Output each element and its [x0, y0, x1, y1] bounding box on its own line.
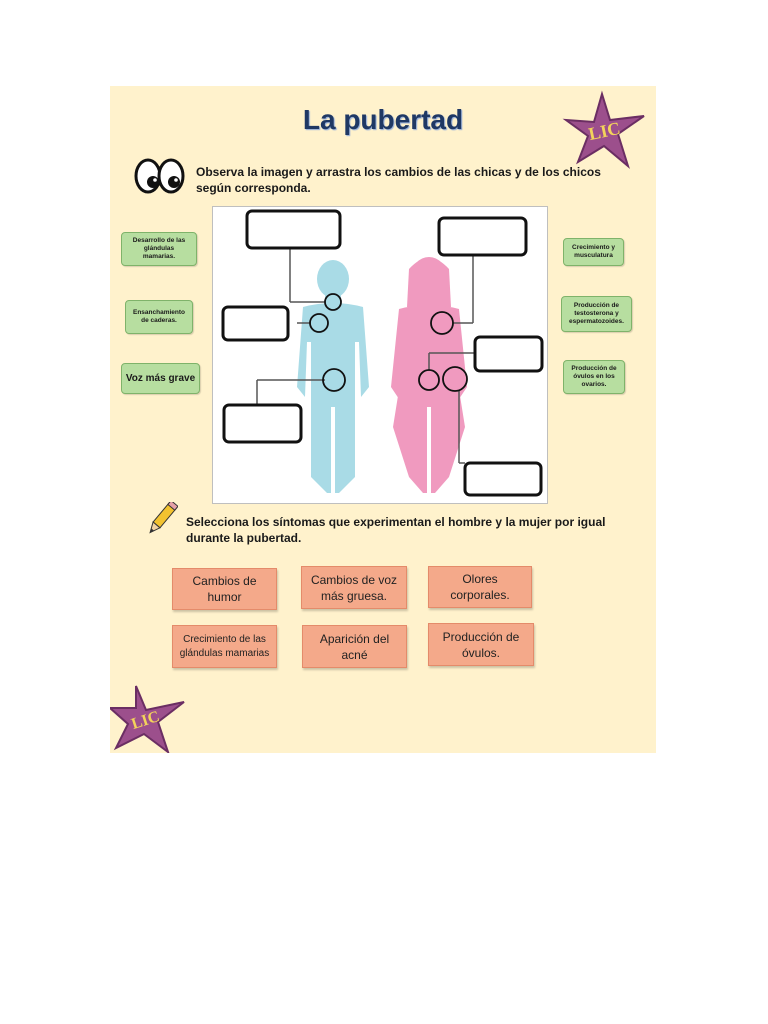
male-body-silhouette: [297, 260, 369, 493]
symptom-label: Aparición del acné: [319, 631, 390, 662]
female-body-silhouette: [391, 257, 467, 493]
option-ensanchamiento-caderas[interactable]: Ensanchamiento de caderas.: [125, 300, 193, 334]
symptom-cambios-voz[interactable]: Cambios de voz más gruesa.: [301, 566, 407, 609]
symptom-cambios-humor[interactable]: Cambios de humor: [172, 568, 277, 610]
option-label: Voz más grave: [125, 372, 196, 384]
option-label: Desarrollo de las glándulas mamarias.: [132, 237, 186, 260]
option-label: Producción de óvulos en los ovarios.: [571, 365, 617, 388]
option-ovulos-ovarios[interactable]: Producción de óvulos en los ovarios.: [563, 360, 625, 394]
option-label: Crecimiento y musculatura: [572, 244, 615, 259]
eyes-icon: [134, 158, 186, 194]
pencil-icon: [142, 499, 179, 538]
instruction-drag: Observa la imagen y arrastra los cambios…: [196, 165, 601, 195]
symptom-olores-corporales[interactable]: Olores corporales.: [428, 566, 532, 608]
option-voz-grave[interactable]: Voz más grave: [121, 363, 200, 394]
symptom-label: Producción de óvulos.: [442, 629, 520, 660]
symptom-crecimiento-glandulas[interactable]: Crecimiento de las glándulas mamarias: [172, 625, 277, 668]
page-title: La pubertad: [302, 104, 464, 135]
symptom-label: Cambios de humor: [192, 574, 257, 604]
option-testosterona[interactable]: Producción de testosterona y espermatozo…: [561, 296, 632, 332]
option-desarrollo-glandulas[interactable]: Desarrollo de las glándulas mamarias.: [121, 232, 197, 266]
connector-lines: [256, 247, 475, 464]
drop-zones[interactable]: [221, 209, 544, 497]
symptom-label: Olores corporales.: [450, 572, 510, 602]
marker-circles: [309, 293, 468, 392]
symptom-label: Crecimiento de las glándulas mamarias: [179, 633, 270, 659]
symptom-label: Cambios de voz más gruesa.: [310, 572, 398, 603]
symptom-aparicion-acne[interactable]: Aparición del acné: [302, 625, 407, 668]
option-crecimiento-musculatura[interactable]: Crecimiento y musculatura: [563, 238, 624, 266]
option-label: Producción de testosterona y espermatozo…: [569, 302, 624, 325]
symptom-produccion-ovulos[interactable]: Producción de óvulos.: [428, 623, 534, 666]
star-icon: LIC: [110, 682, 190, 753]
option-label: Ensanchamiento de caderas.: [132, 309, 185, 324]
star-icon: LIC: [562, 90, 648, 170]
worksheet: La pubertad LIC Observa la imagen y arra…: [110, 86, 656, 753]
instruction-select: Selecciona los síntomas que experimentan…: [186, 515, 606, 545]
body-diagram: [212, 206, 548, 504]
